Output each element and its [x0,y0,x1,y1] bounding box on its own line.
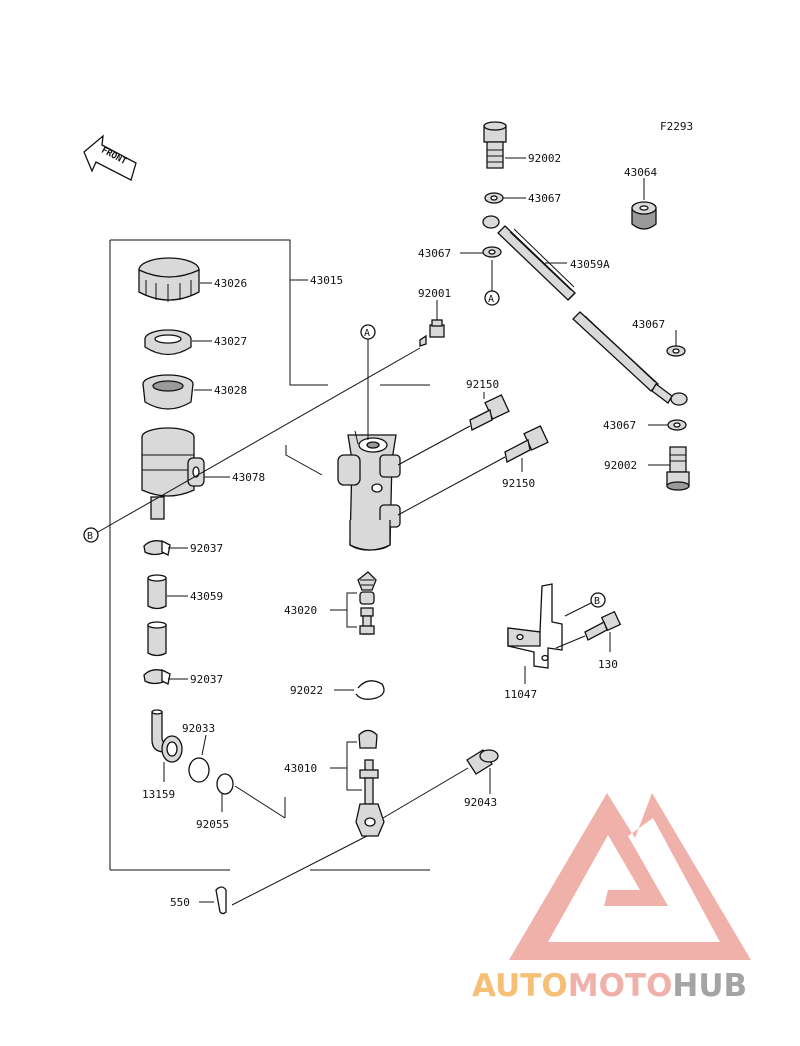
label-92150-mid: 92150 [502,477,535,490]
label-43026: 43026 [214,277,247,290]
label-43059: 43059 [190,590,223,603]
bolt-130 [555,610,622,652]
banjo-bolt-top [483,121,526,169]
automotohub-logo: AUTOMOTOHUB [472,793,751,1004]
label-92037-low: 92037 [190,673,223,686]
label-92001: 92001 [418,287,451,300]
label-43010: 43010 [284,762,317,775]
diaphragm [142,374,212,410]
label-92055: 92055 [196,818,229,831]
label-43064: 43064 [624,166,657,179]
bolt-92150-top [397,392,510,466]
figure-code: F2293 [660,120,693,133]
label-43067-right: 43067 [632,318,665,331]
callout-a-hose: A [484,260,500,306]
circlip-92022 [334,680,385,700]
reservoir-hose [147,574,188,657]
label-43015: 43015 [310,274,343,287]
label-43028: 43028 [214,384,247,397]
callout-b-right: B [564,592,606,617]
front-arrow-icon: FRONT [83,134,137,181]
label-43067-low: 43067 [603,419,636,432]
label-43067-mid: 43067 [418,247,451,260]
label-43020: 43020 [284,604,317,617]
callout-a-body: A [360,324,376,440]
label-550: 550 [170,896,190,909]
o-ring [216,773,286,819]
push-rod-assembly [330,729,385,837]
elbow-fitting [151,709,183,782]
clevis-pin [382,749,499,819]
label-92033: 92033 [182,722,215,735]
hose-grommet [631,178,657,230]
brake-hose [482,215,688,406]
mounting-bracket [507,583,563,684]
assembly-frame [109,239,430,871]
piston-kit [330,571,377,635]
label-92022: 92022 [290,684,323,697]
label-92002-top: 92002 [528,152,561,165]
svg-text:AUTOMOTOHUB: AUTOMOTOHUB [472,968,747,1004]
master-cylinder-body [337,430,401,551]
label-92150-top: 92150 [466,378,499,391]
callout-b-left: B [83,347,421,543]
label-92043: 92043 [464,796,497,809]
bolt-92001 [419,300,445,347]
label-130: 130 [598,658,618,671]
label-43027: 43027 [214,335,247,348]
circlip [188,734,210,783]
banjo-bolt-low [648,446,690,491]
svg-text:A: A [364,328,370,339]
bolt-92150-mid [397,425,549,516]
svg-text:A: A [488,294,494,305]
crush-washer-mid [460,246,502,258]
label-11047: 11047 [504,688,537,701]
label-92037-top: 92037 [190,542,223,555]
label-13159: 13159 [142,788,175,801]
label-43059A: 43059A [570,258,610,271]
crush-washer-low [648,419,687,431]
svg-text:B: B [594,596,600,607]
crush-washer-right [666,330,686,357]
label-43067-top: 43067 [528,192,561,205]
crush-washer-top [484,192,526,204]
cotter-pin [199,835,368,915]
reservoir-cap [138,257,212,302]
label-43078: 43078 [232,471,265,484]
reservoir-tank [141,427,230,520]
svg-text:B: B [87,531,93,542]
hose-clamp-top [143,539,188,556]
hose-clamp-low [143,668,188,685]
label-92002-low: 92002 [604,459,637,472]
diaphragm-plate [144,329,212,356]
